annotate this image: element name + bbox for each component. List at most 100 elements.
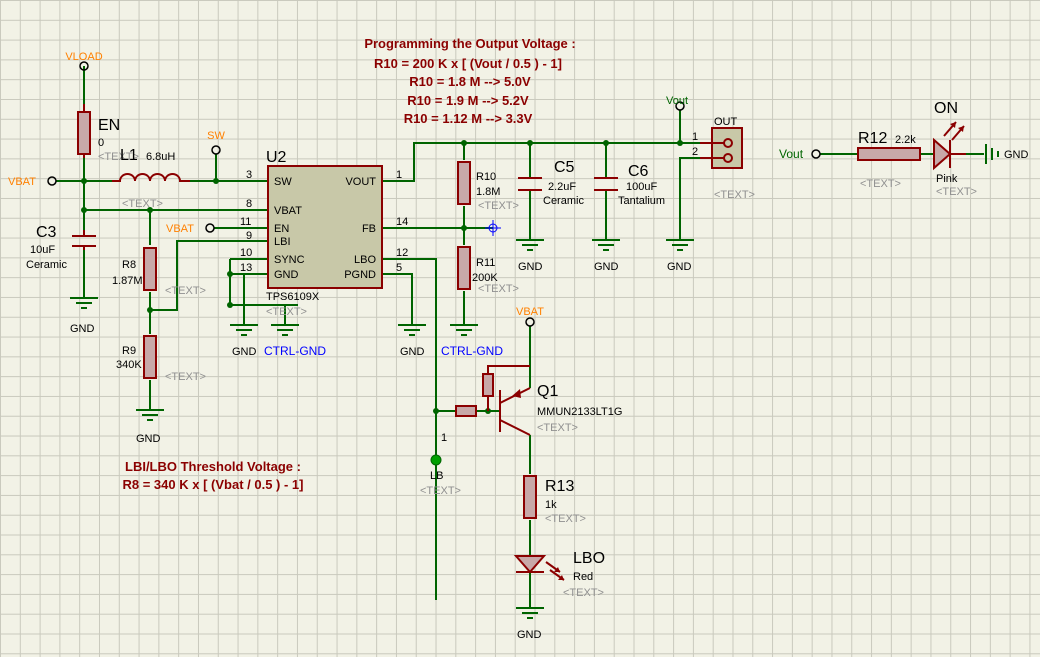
c6-type: Tantalium <box>618 195 665 207</box>
ground-u2-gnd: GND <box>230 324 258 358</box>
terminals <box>47 61 821 327</box>
out-pin1: 1 <box>692 131 698 143</box>
ctrl-gnd-label-2: CTRL-GND <box>441 344 503 358</box>
lbi-note-formula: R8 = 340 K x [ (Vbat / 0.5 ) - 1] <box>123 477 304 492</box>
note-line2: R10 = 1.9 M --> 5.2V <box>407 93 529 108</box>
svg-text:GND: GND <box>232 346 257 358</box>
c5-ref: C5 <box>554 159 575 176</box>
lbi-threshold-note: LBI/LBO Threshold Voltage : R8 = 340 K x… <box>123 459 304 492</box>
svg-text:GND: GND <box>518 261 543 273</box>
r9-value: 340K <box>116 359 142 371</box>
l1-text: <TEXT> <box>122 198 163 210</box>
resistor-r9[interactable]: R9 340K <TEXT> <box>116 335 206 383</box>
lbi-note-title: LBI/LBO Threshold Voltage : <box>125 459 301 474</box>
connector-out[interactable]: OUT 1 2 <TEXT> <box>692 116 755 201</box>
r10-text: <TEXT> <box>478 200 519 212</box>
net-label-sw: SW <box>207 130 225 142</box>
on-color: Pink <box>936 173 958 185</box>
en-resistor[interactable]: EN 0 <TEXT> <box>77 104 139 163</box>
u2-pin-sw: SW <box>274 176 292 188</box>
r13-text: <TEXT> <box>545 513 586 525</box>
c6-value: 100uF <box>626 181 657 193</box>
l1-value: 6.8uH <box>146 151 175 163</box>
note-formula: R10 = 200 K x [ (Vout / 0.5 ) - 1] <box>374 56 562 71</box>
r9-ref: R9 <box>122 345 136 357</box>
en-ref: EN <box>98 117 120 134</box>
u2-pin-vbat-num: 8 <box>246 198 252 210</box>
svg-text:GND: GND <box>400 346 425 358</box>
out-pin2: 2 <box>692 146 698 158</box>
net-label-vbat-en: VBAT <box>166 223 194 235</box>
u2-ref: U2 <box>266 149 287 166</box>
r13-value: 1k <box>545 499 557 511</box>
r9-text: <TEXT> <box>165 371 206 383</box>
u2-pin-gnd: GND <box>274 269 299 281</box>
u2-pin-pgnd-num: 5 <box>396 262 402 274</box>
resistor-r11[interactable]: R11 200K <TEXT> <box>457 246 519 295</box>
u2-pin-sync-num: 10 <box>240 247 252 259</box>
led-lbo[interactable]: LBO Red <TEXT> <box>513 550 605 599</box>
u2-pin-vout-num: 1 <box>396 169 402 181</box>
c3-value: 10uF <box>30 244 55 256</box>
svg-text:GND: GND <box>517 629 542 641</box>
r12-value: 2.2k <box>895 134 916 146</box>
l1-ref: L1 <box>120 147 138 164</box>
net-label-vload: VLOAD <box>65 51 102 63</box>
r12-text: <TEXT> <box>860 178 901 190</box>
resistor-r12[interactable]: R12 2.2k <TEXT> <box>857 130 921 190</box>
c3-ref: C3 <box>36 224 57 241</box>
note-line3: R10 = 1.12 M --> 3.3V <box>404 111 533 126</box>
u2-text: <TEXT> <box>266 306 307 318</box>
u2-pin-lbo: LBO <box>354 254 376 266</box>
ground-symbols: GND GND GND CTRL-GND GND CTRL-GND GND GN… <box>70 239 694 641</box>
q1-part: MMUN2133LT1G <box>537 406 622 418</box>
lbo-text: <TEXT> <box>563 587 604 599</box>
r11-text: <TEXT> <box>478 283 519 295</box>
ctrl-gnd-label-1: CTRL-GND <box>264 344 326 358</box>
q1-ref: Q1 <box>537 383 558 400</box>
crosshair-icon <box>485 220 501 236</box>
r10-value: 1.8M <box>476 186 500 198</box>
svg-text:GND: GND <box>667 261 692 273</box>
capacitor-c3[interactable]: C3 10uF Ceramic <box>26 224 96 271</box>
r13-ref: R13 <box>545 478 574 495</box>
resistor-r10[interactable]: R10 1.8M <TEXT> <box>457 161 519 212</box>
r12-ref: R12 <box>858 130 887 147</box>
ground-c5: GND <box>516 239 544 273</box>
out-ref: OUT <box>714 116 738 128</box>
ic-u2[interactable]: U2 TPS6109X <TEXT> SW 3 VBAT 8 EN 11 LBI… <box>240 149 408 318</box>
u2-pin-fb: FB <box>362 223 376 235</box>
c3-type: Ceramic <box>26 259 67 271</box>
resistor-r13[interactable]: R13 1k <TEXT> <box>523 475 586 525</box>
u2-pin-en: EN <box>274 223 289 235</box>
ground-out: GND <box>666 239 694 273</box>
capacitor-c6[interactable]: C6 100uF Tantalium <box>594 163 665 207</box>
u2-part: TPS6109X <box>266 291 320 303</box>
lbo-color: Red <box>573 571 593 583</box>
on-text: <TEXT> <box>936 186 977 198</box>
ground-symbol-led: GND <box>985 144 1029 164</box>
out-text: <TEXT> <box>714 189 755 201</box>
resistor-r8[interactable]: R8 1.87M <TEXT> <box>112 247 206 297</box>
u2-pin-vbat: VBAT <box>274 205 302 217</box>
svg-text:GND: GND <box>594 261 619 273</box>
inductor-l1[interactable]: L1 6.8uH <TEXT> <box>112 147 190 210</box>
ground-c6: GND <box>592 239 620 273</box>
r8-text: <TEXT> <box>165 285 206 297</box>
led-on[interactable]: ON Pink <TEXT> <box>933 100 977 198</box>
note-title: Programming the Output Voltage : <box>364 36 575 51</box>
transistor-q1[interactable]: Q1 MMUN2133LT1G <TEXT> <box>455 365 622 436</box>
ground-r9: GND <box>136 409 164 445</box>
u2-pin-lbo-num: 12 <box>396 247 408 259</box>
u2-pin-sw-num: 3 <box>246 169 252 181</box>
r8-value: 1.87M <box>112 275 143 287</box>
testpoint-lb[interactable]: 1 LB <TEXT> <box>420 432 461 497</box>
ground-pgnd: GND <box>398 324 426 358</box>
net-label-vout: Vout <box>666 95 688 107</box>
c5-type: Ceramic <box>543 195 584 207</box>
lb-pin: 1 <box>441 432 447 444</box>
lb-ref: LB <box>430 470 443 482</box>
gnd-label-led: GND <box>1004 149 1029 161</box>
capacitor-c5[interactable]: C5 2.2uF Ceramic <box>518 159 584 207</box>
